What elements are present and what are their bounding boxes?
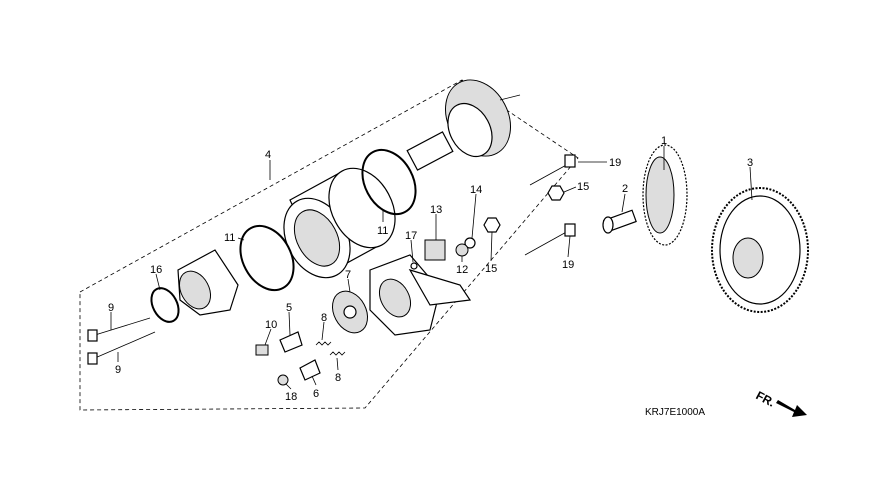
- leader-lines: [110, 146, 753, 390]
- arrow-icon: [776, 400, 807, 417]
- callout-17: 17: [405, 230, 417, 242]
- callout-18: 18: [285, 391, 297, 403]
- washer-12: [455, 243, 469, 257]
- screw-18: [277, 374, 289, 386]
- callout-7: 7: [345, 269, 351, 281]
- front-cover: [177, 249, 239, 316]
- nut-15: [483, 217, 501, 233]
- callout-2: 2: [622, 183, 628, 195]
- callout-19: 19: [609, 157, 621, 169]
- o-ring-16: [150, 287, 180, 323]
- spring-8: [329, 351, 346, 356]
- callout-19: 19: [562, 259, 574, 271]
- brush-6: [299, 359, 321, 381]
- bolt-19: [529, 154, 576, 186]
- brush-5: [279, 331, 303, 353]
- bolt-19: [524, 223, 576, 256]
- brush-10: [255, 344, 269, 356]
- callout-9: 9: [115, 364, 121, 376]
- callout-11: 11: [377, 225, 388, 237]
- callout-4: 4: [265, 149, 271, 161]
- washer-14: [464, 237, 476, 249]
- callout-10: 10: [265, 319, 277, 331]
- starter-driven-gear: [711, 187, 809, 313]
- callout-3: 3: [747, 157, 753, 169]
- callout-12: 12: [456, 264, 468, 276]
- o-ring: [239, 224, 295, 292]
- o-ring: [361, 148, 417, 216]
- front-direction-indicator: FR.: [754, 388, 807, 417]
- bolt-9: [87, 331, 156, 365]
- spring-8: [315, 341, 332, 346]
- washer-17: [410, 262, 418, 270]
- callout-8: 8: [321, 312, 327, 324]
- diagram-code: KRJ7E1000A: [645, 407, 705, 418]
- callout-1: 1: [661, 135, 667, 147]
- nut-15: [547, 185, 565, 201]
- callout-13: 13: [430, 204, 442, 216]
- callout-5: 5: [286, 302, 292, 314]
- callout-15: 15: [485, 263, 497, 275]
- callout-8: 8: [335, 372, 341, 384]
- bolt-9: [87, 317, 151, 342]
- callout-labels: 1 2 3 4 5 6 7 8 8 9 9 10 11 11 12 13 14 …: [108, 135, 753, 403]
- callout-15: 15: [577, 181, 589, 193]
- starter-reduction-gear: [642, 144, 688, 246]
- callout-6: 6: [313, 388, 319, 400]
- reduction-gear-shaft: [602, 209, 637, 234]
- armature: [406, 79, 521, 171]
- rear-cover: [369, 254, 472, 336]
- callout-9: 9: [108, 302, 114, 314]
- starter-yoke: [283, 167, 396, 279]
- svg-text:FR.: FR.: [754, 388, 778, 409]
- callout-16: 16: [150, 264, 162, 276]
- starter-pinion: [424, 239, 446, 261]
- starter-assembly-boundary: [79, 79, 579, 411]
- callout-14: 14: [470, 184, 482, 196]
- brush-holder: [331, 290, 369, 334]
- callout-11: 11: [224, 232, 235, 244]
